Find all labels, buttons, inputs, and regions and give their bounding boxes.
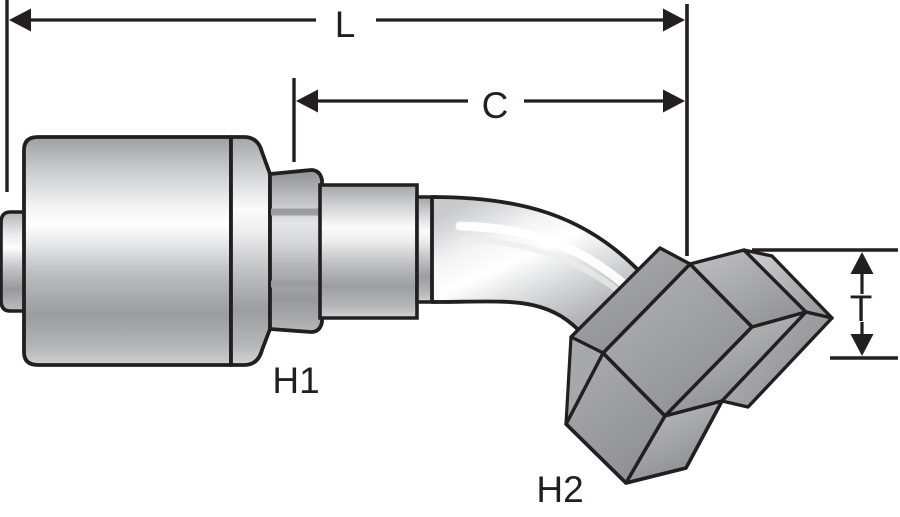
c-left-arrowhead — [296, 89, 318, 113]
crimp-ferrule-body — [22, 135, 233, 367]
ferrule-hex-collar — [268, 168, 324, 334]
l-left-arrowhead — [9, 8, 31, 32]
part-label-h2: H2 — [536, 469, 583, 510]
nut-elbow-blend — [564, 335, 605, 426]
dimension-label-t: T — [850, 288, 873, 329]
dimension-line-t — [850, 252, 874, 356]
hex-swivel-nut — [564, 246, 834, 485]
dimension-line-l — [9, 8, 685, 32]
part-label-h1: H1 — [272, 360, 319, 401]
t-upper-arrowhead — [850, 252, 874, 274]
coupling-assembly — [0, 135, 834, 485]
t-lower-arrowhead — [850, 334, 874, 356]
dimension-label-c: C — [482, 85, 509, 126]
c-right-arrowhead — [663, 89, 685, 113]
fitting-shoulder — [318, 183, 419, 320]
l-right-arrowhead — [663, 8, 685, 32]
dimension-line-c — [296, 89, 685, 113]
ferrule-body-bevel — [229, 135, 272, 367]
nut-facet-end-bottom — [720, 310, 834, 409]
dimension-label-l: L — [335, 4, 356, 45]
nut-bottom-tip — [564, 400, 724, 485]
